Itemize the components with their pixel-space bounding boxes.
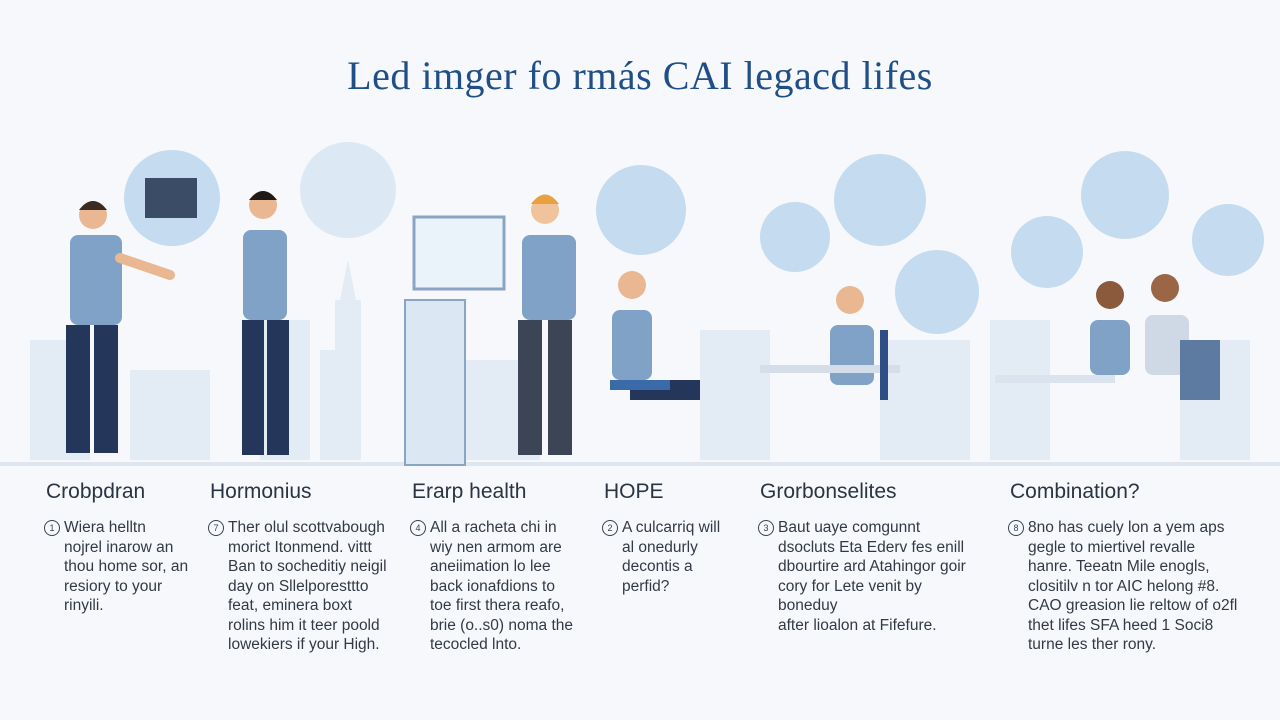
people-seated-pair xyxy=(995,274,1220,400)
number-badge: 7 xyxy=(208,520,224,536)
speech-bubble-robot-arm xyxy=(124,150,220,246)
speech-bubble-ai xyxy=(1081,151,1169,239)
speech-bubble-city xyxy=(596,165,686,255)
section-text: All a racheta chi in wiy nen armom are a… xyxy=(430,519,574,653)
person-standing-1 xyxy=(66,201,175,453)
section-heading: Combination? xyxy=(1010,480,1140,503)
number-badge: 1 xyxy=(44,520,60,536)
person-standing-2 xyxy=(242,191,289,455)
person-seated-desk xyxy=(760,286,900,400)
number-badge: 3 xyxy=(758,520,774,536)
page-title: Led imger fo rmás CAI legacd lifes xyxy=(347,53,933,98)
person-standing-3 xyxy=(518,194,576,455)
number-badge: 2 xyxy=(602,520,618,536)
speech-bubble-circuit xyxy=(895,250,979,334)
person-seated-tablet xyxy=(610,271,700,400)
number-badge: 8 xyxy=(1008,520,1024,536)
speech-bubble-heart xyxy=(1192,204,1264,276)
section-text: Wiera helltn nojrel inarow an thou home … xyxy=(64,519,189,614)
section-heading: Erarp health xyxy=(412,480,527,503)
section-heading: HOPE xyxy=(604,480,664,503)
section-heading: Crobpdran xyxy=(46,480,146,503)
speech-bubble-helmet xyxy=(1011,216,1083,288)
number-badge: 4 xyxy=(410,520,426,536)
speech-bubble-lab xyxy=(300,142,396,238)
speech-bubble-microscope xyxy=(760,202,830,272)
section-heading: Hormonius xyxy=(210,480,312,503)
section-heading: Grorbonselites xyxy=(760,480,897,503)
section-text: Baut uaye comgunnt dsocluts Eta Ederv fe… xyxy=(778,519,966,634)
illustration-scene xyxy=(0,142,1280,466)
speech-bubble-device xyxy=(834,154,926,246)
section-text: 8no has cuely lon a yem aps gegle to mie… xyxy=(1028,519,1238,653)
section-text: Ther olul scottvabough morict Itonmend. … xyxy=(228,519,387,653)
kiosk-machine xyxy=(404,215,506,466)
city-skyline xyxy=(30,260,1250,460)
section-text: A culcarriq will al onedurly decontis a … xyxy=(622,519,721,595)
